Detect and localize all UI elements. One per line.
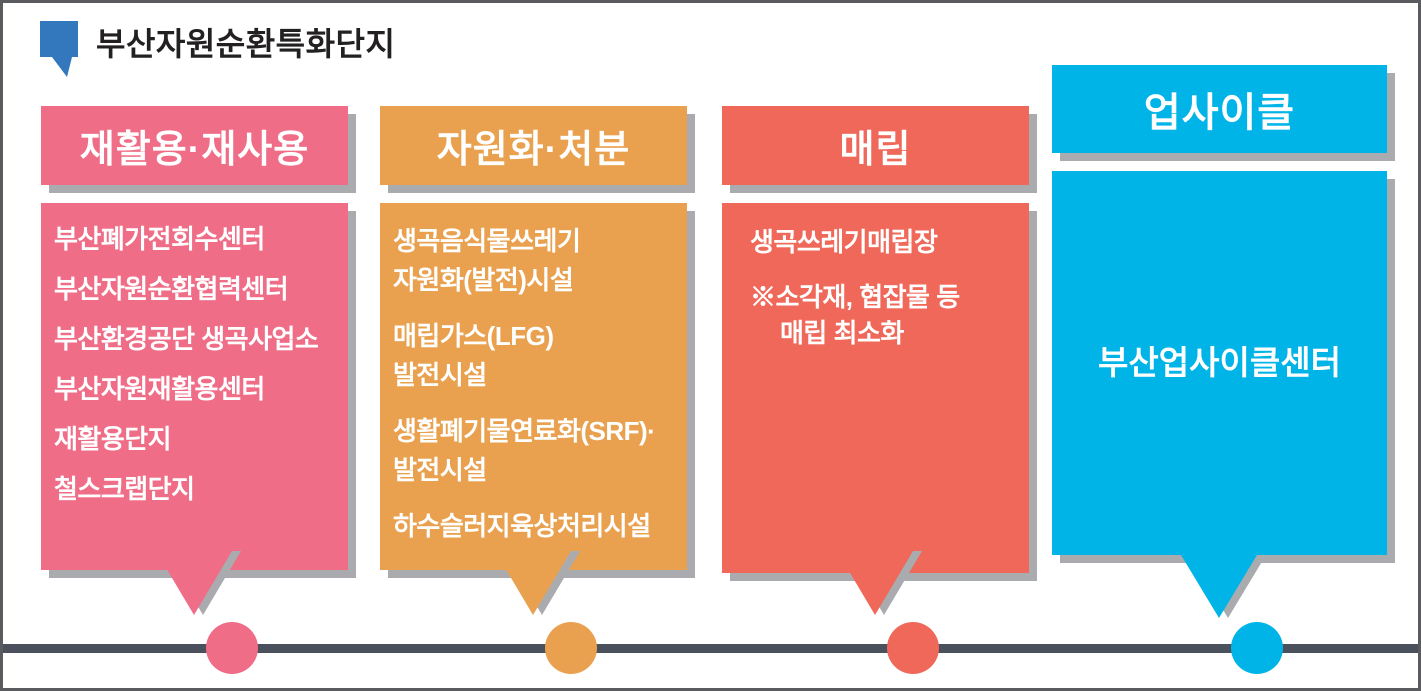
list-item: 부산업사이클센터 bbox=[1098, 344, 1341, 381]
timeline-dot-upcycle bbox=[1231, 622, 1283, 674]
pointer-tail bbox=[156, 551, 232, 615]
header-landfill: 매립 bbox=[722, 106, 1029, 185]
timeline-line bbox=[3, 644, 1418, 653]
landfill-note: ※소각재, 협잡물 등 매립 최소화 bbox=[750, 279, 1021, 351]
list-item: 재활용단지 bbox=[54, 424, 172, 454]
list-item: 생곡쓰레기매립장 bbox=[750, 227, 938, 257]
list-item: 부산폐가전회수센터 bbox=[54, 224, 265, 254]
column-resourcification-disposal: 자원화·처분 생곡음식물쓰레기 자원화(발전)시설 매립가스(LFG) 발전시설… bbox=[380, 3, 687, 688]
list-item: 생곡음식물쓰레기 자원화(발전)시설 bbox=[393, 226, 581, 295]
timeline-dot-resourcification bbox=[545, 622, 597, 674]
list-item: 생활폐기물연료화(SRF)· 발전시설 bbox=[393, 416, 656, 485]
column-landfill: 매립 생곡쓰레기매립장 ※소각재, 협잡물 등 매립 최소화 bbox=[722, 3, 1029, 688]
list-item: 하수슬러지육상처리시설 bbox=[393, 511, 651, 541]
note-line-2: 매립 최소화 bbox=[780, 318, 904, 348]
speech-bubble-icon bbox=[40, 21, 78, 77]
header-label: 매립 bbox=[839, 129, 912, 171]
page-title: 부산자원순환특화단지 bbox=[96, 26, 396, 62]
body-landfill: 생곡쓰레기매립장 ※소각재, 협잡물 등 매립 최소화 bbox=[722, 203, 1029, 573]
body-recycle-reuse: 부산폐가전회수센터 부산자원순환협력센터 부산환경공단 생곡사업소 부산자원재활… bbox=[41, 203, 348, 570]
title-row: 부산자원순환특화단지 bbox=[40, 21, 395, 79]
body-upcycle: 부산업사이클센터 bbox=[1052, 171, 1387, 555]
header-label: 자원화·처분 bbox=[436, 129, 631, 171]
column-recycle-reuse: 재활용·재사용 부산폐가전회수센터 부산자원순환협력센터 부산환경공단 생곡사업… bbox=[41, 3, 348, 688]
list-item: 부산자원재활용센터 bbox=[54, 374, 265, 404]
note-line-1: ※소각재, 협잡물 등 bbox=[750, 282, 960, 312]
timeline-dot-landfill bbox=[887, 622, 939, 674]
header-resourcification-disposal: 자원화·처분 bbox=[380, 106, 687, 185]
pointer-tail bbox=[495, 551, 571, 615]
pointer-tail bbox=[1181, 555, 1257, 618]
header-recycle-reuse: 재활용·재사용 bbox=[41, 106, 348, 185]
timeline-dot-recycle-reuse bbox=[206, 622, 258, 674]
list-item: 매립가스(LFG) 발전시설 bbox=[393, 321, 554, 390]
list-item: 철스크랩단지 bbox=[54, 474, 195, 504]
header-label: 재활용·재사용 bbox=[79, 129, 310, 171]
body-resourcification-disposal: 생곡음식물쓰레기 자원화(발전)시설 매립가스(LFG) 발전시설 생활폐기물연… bbox=[380, 203, 687, 570]
header-upcycle: 업사이클 bbox=[1052, 65, 1387, 153]
pointer-tail bbox=[837, 551, 913, 615]
list-item: 부산자원순환협력센터 bbox=[54, 274, 289, 304]
list-item: 부산환경공단 생곡사업소 bbox=[54, 324, 319, 354]
header-label: 업사이클 bbox=[1143, 91, 1296, 135]
column-upcycle: 업사이클 부산업사이클센터 bbox=[1052, 3, 1387, 688]
